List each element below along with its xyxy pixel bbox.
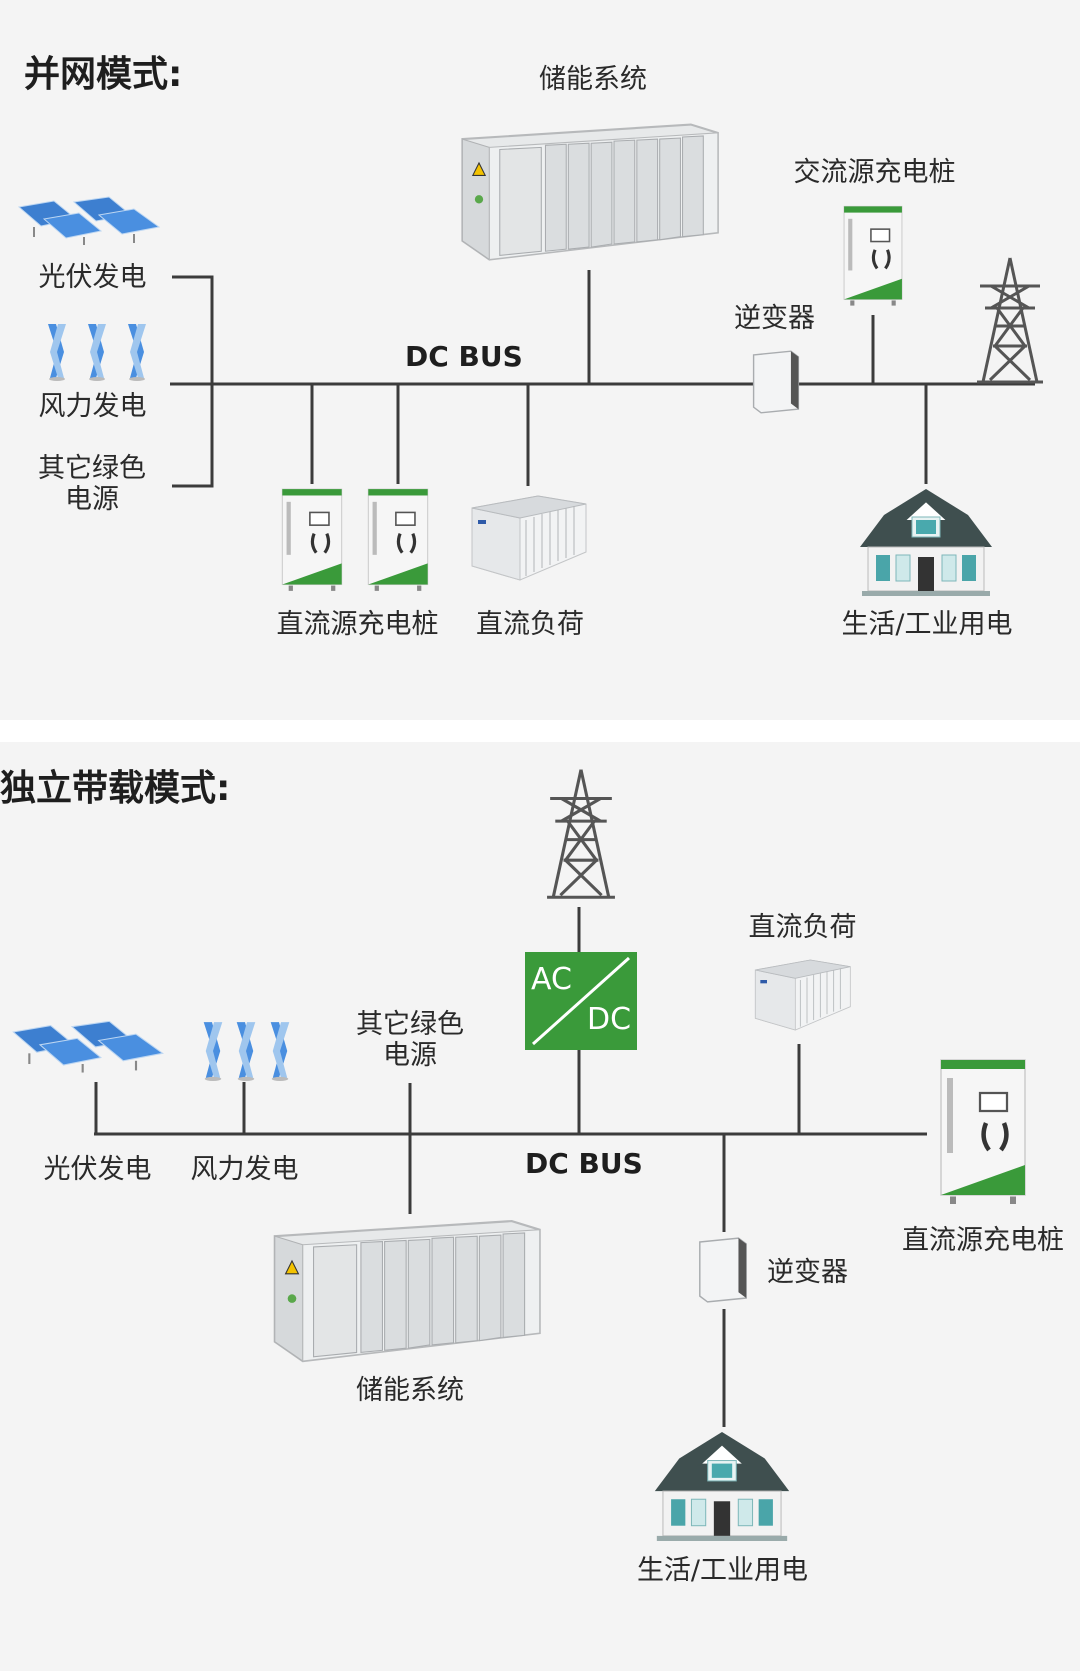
transmission-tower-icon	[545, 767, 617, 902]
island-dc-load-label: 直流负荷	[748, 912, 857, 943]
grid-dc-load-label: 直流负荷	[476, 609, 584, 640]
grid-other-green-label: 其它绿色电源	[38, 453, 146, 515]
grid-sources-bracket	[172, 275, 214, 488]
wind-turbine-icon	[120, 322, 154, 382]
inverter-icon	[748, 348, 804, 416]
wind-turbine-icon	[40, 322, 74, 382]
grid-inverter-label: 逆变器	[734, 303, 815, 334]
island-solar-label: 光伏发电	[43, 1154, 152, 1185]
ac-dc-converter: AC DC	[525, 952, 637, 1050]
converter-diagonal-icon	[531, 956, 631, 1046]
island-mode-panel: 独立带载模式: AC DC 直流负荷 其它绿色电源 光伏发电 风力发电 DC B…	[0, 742, 1080, 1671]
inverter-icon	[694, 1234, 752, 1306]
grid-dc-bus-label: DC BUS	[405, 340, 523, 373]
grid-ac-charger-label: 交流源充电桩	[793, 157, 956, 188]
ev-charger-icon	[842, 202, 904, 310]
island-inverter-label: 逆变器	[767, 1257, 848, 1288]
island-mode-connection-lines	[94, 907, 927, 1427]
grid-home-label: 生活/工业用电	[841, 609, 1013, 640]
grid-mode-panel: 并网模式: 光伏发电 风力发电 其它绿色电源 储能系统 DC BUS 交流源充电…	[0, 0, 1080, 720]
converter-dc-label: DC	[587, 1002, 632, 1037]
island-other-green-label: 其它绿色电源	[356, 1009, 464, 1071]
ev-charger-icon	[366, 487, 430, 593]
island-mode-title: 独立带载模式:	[0, 768, 231, 809]
wind-turbine-icon	[80, 322, 114, 382]
chiller-unit-icon	[468, 488, 588, 588]
ev-charger-icon	[280, 487, 344, 593]
grid-wind-label: 风力发电	[38, 391, 147, 422]
house-icon	[650, 1430, 794, 1542]
island-dc-charger-label: 直流源充电桩	[902, 1225, 1064, 1256]
grid-solar-label: 光伏发电	[38, 262, 147, 293]
grid-dc-charger-label: 直流源充电桩	[276, 609, 439, 640]
converter-ac-label: AC	[531, 962, 572, 997]
island-storage-label: 储能系统	[356, 1375, 464, 1406]
storage-container-icon	[452, 118, 722, 264]
wind-turbine-icon	[228, 1020, 264, 1082]
island-dc-bus-label: DC BUS	[525, 1147, 643, 1180]
grid-mode-connection-lines	[170, 270, 1035, 488]
house-icon	[856, 487, 996, 597]
grid-mode-title: 并网模式:	[24, 54, 183, 95]
island-wind-label: 风力发电	[190, 1154, 299, 1185]
transmission-tower-icon	[975, 256, 1045, 386]
grid-storage-label: 储能系统	[539, 64, 647, 95]
wind-turbine-icon	[195, 1020, 231, 1082]
solar-panel-icon	[8, 1021, 168, 1075]
wind-turbine-icon	[262, 1020, 298, 1082]
island-home-label: 生活/工业用电	[636, 1555, 809, 1586]
ev-charger-icon	[937, 1057, 1029, 1207]
chiller-unit-icon	[752, 952, 852, 1038]
storage-container-icon	[264, 1214, 544, 1366]
solar-panel-icon	[14, 196, 164, 248]
